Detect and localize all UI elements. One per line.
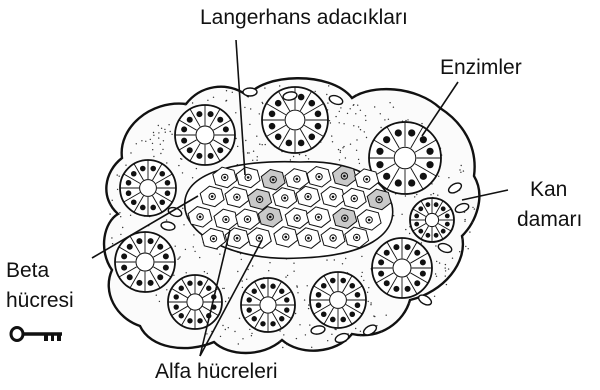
langerhans-islet [185, 162, 393, 259]
acinus-9 [372, 238, 432, 298]
acinus-10 [410, 198, 454, 242]
acinus-8 [310, 272, 366, 328]
label-beta-cell-line2: hücresi [6, 289, 74, 313]
key-icon [8, 322, 68, 346]
acinus-6 [168, 275, 222, 329]
label-langerhans-islets: Langerhans adacıkları [200, 6, 408, 30]
acinus-4 [120, 160, 176, 216]
acinus-1 [175, 105, 235, 165]
label-beta-cell-line1: Beta [6, 259, 49, 283]
blood-vessel-9 [243, 88, 257, 96]
label-blood-vessel-line2: damarı [517, 208, 582, 232]
acinus-5 [115, 232, 175, 292]
blood-vessel-4 [417, 293, 433, 307]
label-alpha-cells: Alfa hücreleri [155, 360, 278, 384]
acinus-7 [241, 278, 295, 332]
label-blood-vessel-line1: Kan [530, 178, 567, 202]
acinus-3 [369, 122, 441, 194]
label-enzymes: Enzimler [440, 56, 522, 80]
